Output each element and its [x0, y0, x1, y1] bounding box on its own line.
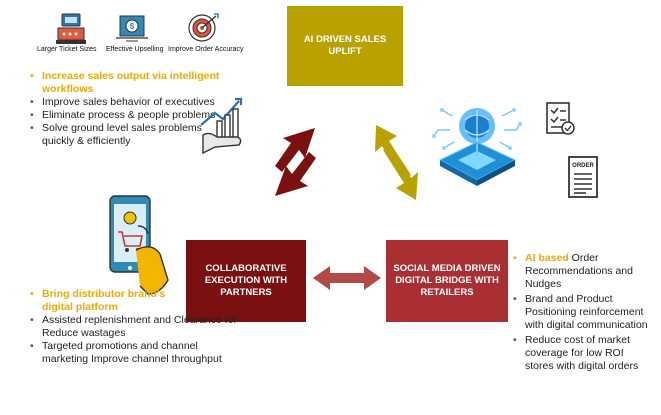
list-item: Increase sales output via intelligent wo… [30, 70, 260, 96]
ai-sales-uplift-box: AI DRIVEN SALES UPLIFT [287, 6, 403, 86]
arrow-left-right [313, 266, 381, 290]
list-item: Improve sales behavior of executives [30, 96, 260, 109]
list-item: Reduce cost of market coverage for low R… [513, 334, 655, 373]
social-media-bridge-list: AI based Order Recommendations and Nudge… [513, 252, 655, 375]
collaborative-execution-box: COLLABORATIVE EXECUTION WITH PARTNERS [186, 240, 306, 322]
ai-brain-chip-icon [430, 100, 525, 192]
collaborative-execution-list: Bring distributor brand's digital platfo… [30, 288, 245, 366]
list-item: Targeted promotions and channel marketin… [30, 340, 242, 366]
dollar-bill-icon: $ [100, 8, 160, 48]
order-document-icon: ORDER [566, 155, 600, 199]
target-icon [170, 8, 230, 48]
top-icon-label-accuracy: Improve Order Accuracy [168, 46, 244, 53]
arrow-top-right [375, 125, 418, 200]
arrow-top-left [275, 128, 316, 196]
list-item: Solve ground level sales problems quickl… [30, 122, 212, 148]
list-item-highlight: AI based [525, 252, 569, 264]
social-media-bridge-box: SOCIAL MEDIA DRIVEN DIGITAL BRIDGE WITH … [386, 240, 508, 322]
top-icon-label-larger-ticket: Larger Ticket Sizes [37, 46, 97, 53]
checklist-icon [543, 100, 577, 138]
list-item-rest: Order Recommendations and Nudges [525, 252, 633, 290]
top-icon-label-upselling: Effective Upselling [106, 46, 164, 53]
growth-chart-hand-icon [195, 95, 255, 157]
list-item: Assisted replenishment and Clearance for… [30, 314, 245, 340]
svg-text:$: $ [130, 22, 135, 31]
list-item: Eliminate process & people problems [30, 109, 260, 122]
order-label: ORDER [572, 163, 594, 169]
mobile-shopping-icon [100, 190, 180, 300]
money-register-icon [40, 8, 100, 48]
list-item: AI based Order Recommendations and Nudge… [513, 252, 655, 291]
list-item: Brand and Product Positioning reinforcem… [513, 293, 655, 332]
list-item: Bring distributor brand's digital platfo… [30, 288, 192, 314]
sales-uplift-list: Increase sales output via intelligent wo… [30, 70, 260, 148]
